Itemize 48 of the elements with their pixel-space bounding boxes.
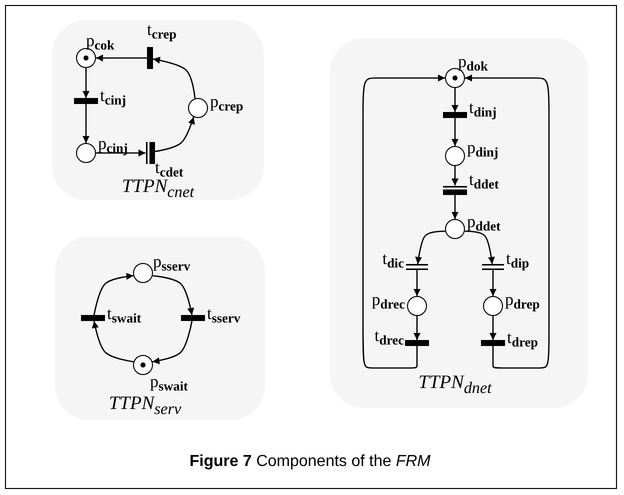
place-label: p$_{cok}$ xyxy=(86,31,114,54)
arc-arrow xyxy=(96,150,146,156)
arc-arrow xyxy=(93,272,134,316)
arc-arrow xyxy=(82,68,90,98)
arc-arrow xyxy=(152,275,194,316)
arc-arrow xyxy=(96,54,147,62)
transition-label: t$_{dip}$ xyxy=(506,249,530,272)
net-panel xyxy=(52,20,264,200)
figure-caption: Figure 7 Components of the FRM xyxy=(190,452,430,472)
place-label: p$_{drep}$ xyxy=(505,290,540,314)
arc-arrow xyxy=(452,118,458,146)
net-panel xyxy=(330,38,588,408)
arc-arrow xyxy=(452,88,458,112)
arc-arrow xyxy=(490,270,496,296)
arc-arrow xyxy=(152,56,196,99)
transition-label: t$_{dinj}$ xyxy=(469,98,497,122)
transition-label: t$_{crep}$ xyxy=(147,20,177,44)
transition-label: t$_{cinj}$ xyxy=(100,86,126,110)
arc-arrow xyxy=(154,116,195,152)
net-panel xyxy=(55,237,265,420)
place-label: p$_{cinj}$ xyxy=(98,134,128,158)
arc-arrow xyxy=(152,320,193,364)
transition-label: t$_{ddet}$ xyxy=(469,170,499,194)
place-label: p$_{swait}$ xyxy=(150,372,188,396)
transition-label: t$_{drep}$ xyxy=(507,328,538,352)
place-label: p$_{drec}$ xyxy=(372,290,405,314)
arc-arrow xyxy=(82,104,90,143)
place-label: p$_{dok}$ xyxy=(458,52,488,76)
arc-arrow xyxy=(464,230,495,264)
arc-arrow xyxy=(415,230,446,264)
net-title: TTPN$_{dnet}$ xyxy=(418,372,492,399)
arc-arrow xyxy=(92,320,134,362)
place-label: p$_{ddet}$ xyxy=(467,212,501,236)
place-label: p$_{crep}$ xyxy=(210,92,244,116)
arc-arrow xyxy=(362,74,445,369)
transition-label: t$_{drec}$ xyxy=(374,326,404,350)
arc-arrow xyxy=(465,74,550,369)
transition-label: t$_{sserv}$ xyxy=(207,304,240,328)
place-label: p$_{dinj}$ xyxy=(467,138,498,162)
arc-arrow xyxy=(490,316,496,340)
arc-arrow xyxy=(452,194,458,219)
transition-label: t$_{dic}$ xyxy=(382,249,404,272)
arc-arrow xyxy=(414,270,420,296)
place-label: p$_{sserv}$ xyxy=(153,252,190,276)
net-title: TTPN$_{serv}$ xyxy=(108,393,182,420)
arc-arrow xyxy=(414,316,420,340)
transition-label: t$_{swait}$ xyxy=(107,304,142,328)
arc-arrow xyxy=(452,166,458,186)
